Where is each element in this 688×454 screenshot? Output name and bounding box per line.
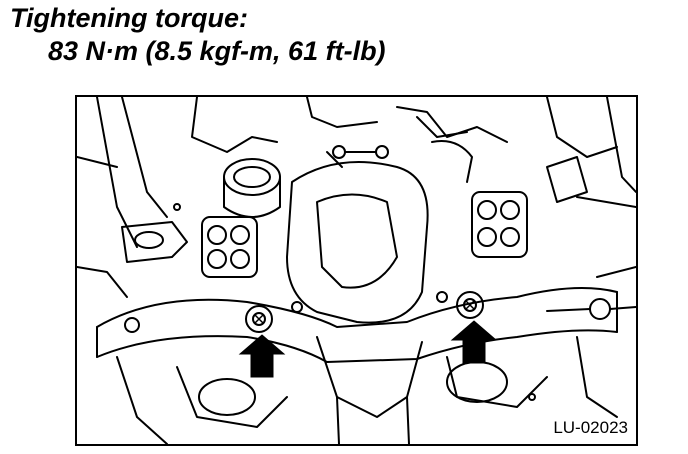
- bolt-icon-right: [456, 291, 484, 319]
- torque-heading: Tightening torque: 83 N·m (8.5 kgf-m, 61…: [10, 2, 386, 68]
- torque-label: Tightening torque:: [10, 3, 248, 33]
- torque-value: 83 N·m (8.5 kgf-m, 61 ft-lb): [48, 36, 386, 66]
- diagram-frame: LU-02023: [75, 95, 638, 446]
- arrow-up-icon-left: [238, 334, 286, 378]
- engine-drawing: [77, 97, 636, 444]
- bolt-icon-left: [245, 305, 273, 333]
- arrow-up-icon-right: [450, 320, 498, 364]
- figure-code: LU-02023: [551, 418, 630, 438]
